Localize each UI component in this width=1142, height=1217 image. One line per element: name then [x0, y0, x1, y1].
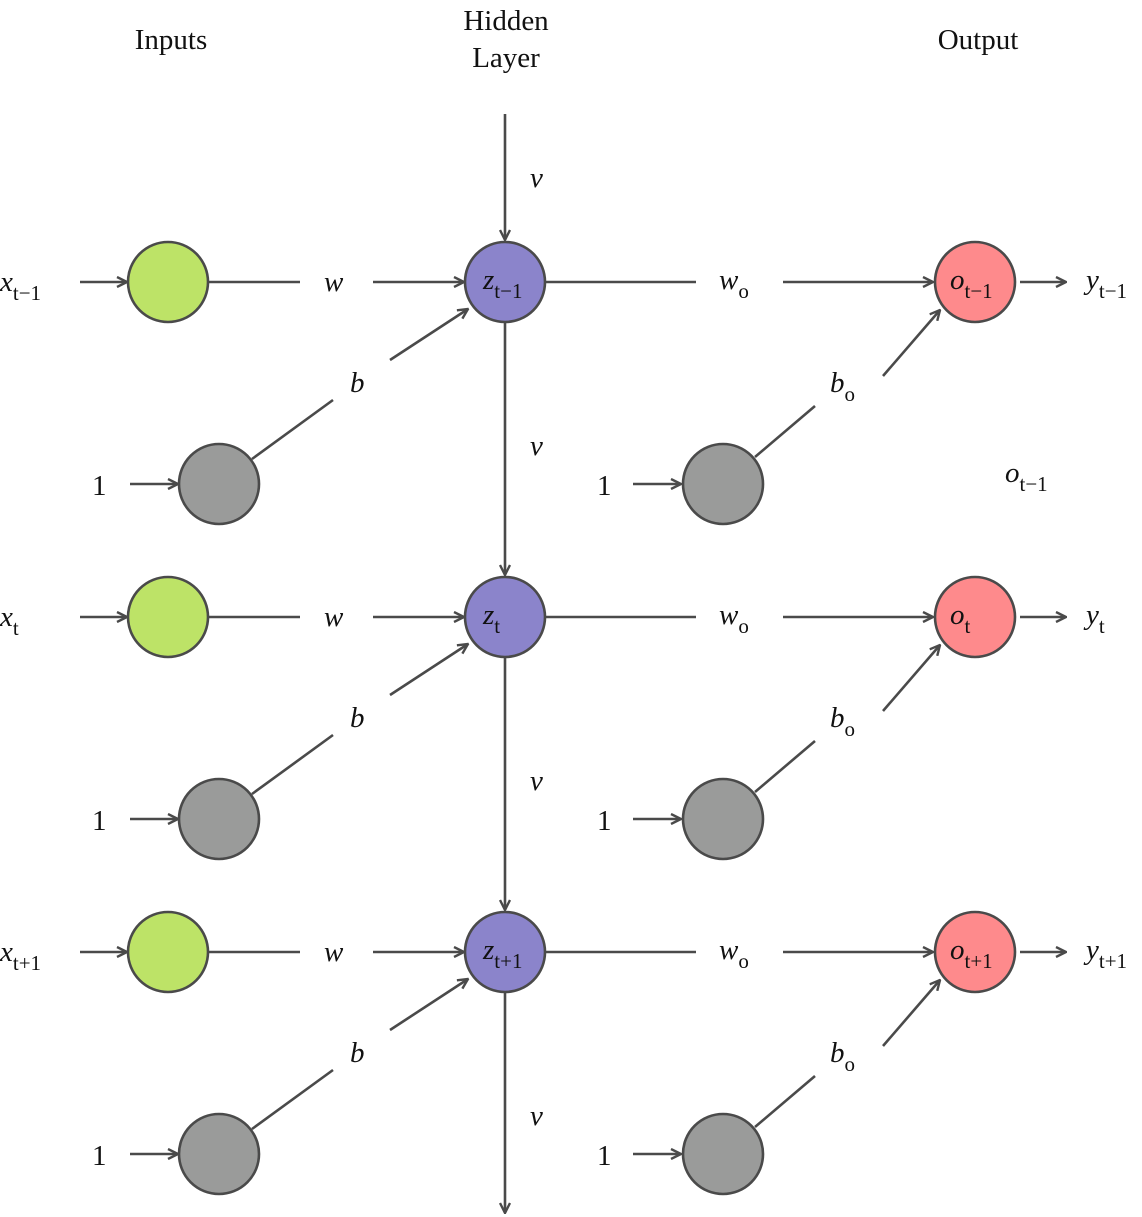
header-inputs: Inputs: [135, 24, 208, 56]
output-label: yt−1: [1083, 264, 1127, 303]
hidden-bias-label: b: [350, 1037, 365, 1069]
output-node: [933, 910, 1017, 994]
output-node-label: ot: [950, 599, 971, 638]
input-label: xt+1: [0, 936, 41, 975]
output-weight-label: wo: [719, 599, 749, 638]
recurrent-weight-label: v: [530, 765, 543, 797]
input-node: [126, 575, 210, 659]
output-bias-label: bo: [830, 367, 855, 406]
header-hidden-line2: Layer: [472, 42, 540, 74]
output-bias-input-label: 1: [597, 1140, 612, 1172]
hidden-node: [463, 575, 547, 659]
bias-input-label: 1: [92, 470, 107, 502]
output-bias-edge-a: [754, 740, 816, 793]
output-bias-edge-a: [754, 405, 816, 458]
output-node: [933, 240, 1017, 324]
output-bias-edge-b: [882, 980, 940, 1047]
output-bias-edge-b: [882, 645, 940, 712]
output-bias-input-label: 1: [597, 470, 612, 502]
input-label: xt−1: [0, 266, 41, 305]
output-bias-node: [681, 777, 765, 861]
recurrent-weight-label: v: [530, 430, 543, 462]
output-bias-edge-b: [882, 310, 940, 377]
hidden-bias-node: [177, 1112, 261, 1196]
input-weight-label: w: [324, 266, 344, 298]
output-bias-label: bo: [830, 702, 855, 741]
hidden-bias-edge-a: [251, 733, 334, 796]
bias-input-label: 1: [92, 1140, 107, 1172]
hidden-bias-edge-b: [389, 644, 468, 697]
output-bias-label: bo: [830, 1037, 855, 1076]
hidden-bias-edge-b: [389, 979, 468, 1032]
timestep-row: xt+1 w 1 b zt+1 v wo 1 bo ot+1 yt+1: [0, 910, 1127, 1213]
output-label: yt+1: [1083, 934, 1127, 973]
hidden-bias-node: [177, 777, 261, 861]
timestep-row: xt−1 w 1 b zt−1 v wo 1 bo ot−1 yt−1: [0, 240, 1127, 575]
recurrent-weight-label: v: [530, 1100, 543, 1132]
hidden-node-label: zt+1: [482, 934, 522, 973]
timestep-row: xt w 1 b zt v wo 1 bo ot yt: [0, 575, 1105, 910]
input-label: xt: [0, 601, 19, 640]
output-weight-label: wo: [719, 934, 749, 973]
header-output: Output: [938, 24, 1019, 56]
input-weight-label: w: [324, 601, 344, 633]
hidden-bias-node: [177, 442, 261, 526]
output-weight-label: wo: [719, 264, 749, 303]
input-node: [126, 910, 210, 994]
output-node-label: ot+1: [950, 934, 993, 973]
hidden-bias-label: b: [350, 702, 365, 734]
output-bias-edge-a: [754, 1075, 816, 1128]
recurrent-weight-label-top: v: [530, 162, 543, 194]
input-weight-label: w: [324, 936, 344, 968]
hidden-node-label: zt: [482, 599, 500, 638]
output-label: yt: [1083, 599, 1105, 638]
hidden-bias-edge-a: [251, 1068, 334, 1131]
output-bias-input-label: 1: [597, 805, 612, 837]
output-node: [933, 575, 1017, 659]
header-hidden-line1: Hidden: [463, 5, 549, 37]
hidden-bias-label: b: [350, 367, 365, 399]
output-bias-node: [681, 442, 765, 526]
hidden-bias-edge-b: [389, 309, 468, 362]
floating-output-label: ot−1: [1005, 457, 1048, 496]
hidden-bias-edge-a: [251, 398, 334, 461]
bias-input-label: 1: [92, 805, 107, 837]
output-bias-node: [681, 1112, 765, 1196]
output-node-label: ot−1: [950, 264, 993, 303]
input-node: [126, 240, 210, 324]
hidden-node-label: zt−1: [482, 264, 522, 303]
